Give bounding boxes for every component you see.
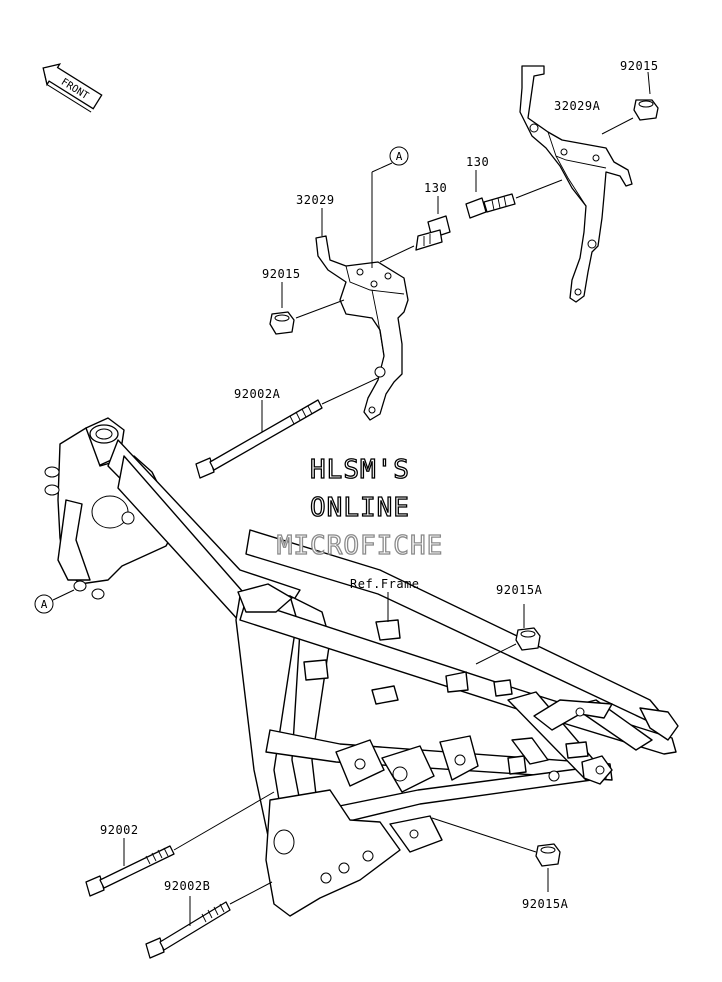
bolt-92002	[85, 845, 175, 897]
label-92015a-mid: 92015A	[496, 583, 543, 597]
bolt-130-left	[415, 215, 451, 251]
bolt-92002b	[145, 901, 231, 959]
label-130-left: 130	[424, 181, 447, 195]
bolt-130-right	[465, 193, 516, 219]
nut-92015-left	[269, 311, 295, 335]
bolt-92002a	[195, 399, 323, 479]
label-32029: 32029	[296, 193, 335, 207]
label-32029a: 32029A	[554, 99, 601, 113]
label-92002a: 92002A	[234, 387, 281, 401]
label-92015-left: 92015	[262, 267, 301, 281]
watermark-line-1: HLSM'S	[310, 455, 410, 485]
label-92002: 92002	[100, 823, 139, 837]
watermark-line-2: ONLINE	[310, 493, 410, 523]
svg-text:A: A	[41, 598, 48, 611]
ref-marker-a-lower: A	[34, 594, 54, 614]
bracket-32029	[315, 235, 409, 421]
watermark-line-3: MICROFICHE	[277, 531, 444, 561]
front-arrow-icon: FRONT	[42, 63, 103, 113]
label-130-right: 130	[466, 155, 489, 169]
motorcycle-frame	[44, 417, 679, 917]
label-92015-top: 92015	[620, 59, 659, 73]
ref-marker-a-top: A	[389, 146, 409, 166]
label-92015a-low: 92015A	[522, 897, 569, 911]
nut-92015-top	[633, 99, 659, 121]
nut-92015a-mid	[515, 627, 541, 651]
label-92002b: 92002B	[164, 879, 210, 893]
nut-92015a-low	[535, 843, 561, 867]
bracket-32029a	[519, 65, 633, 303]
svg-text:A: A	[396, 150, 403, 163]
label-ref-frame: Ref.Frame	[350, 577, 420, 591]
